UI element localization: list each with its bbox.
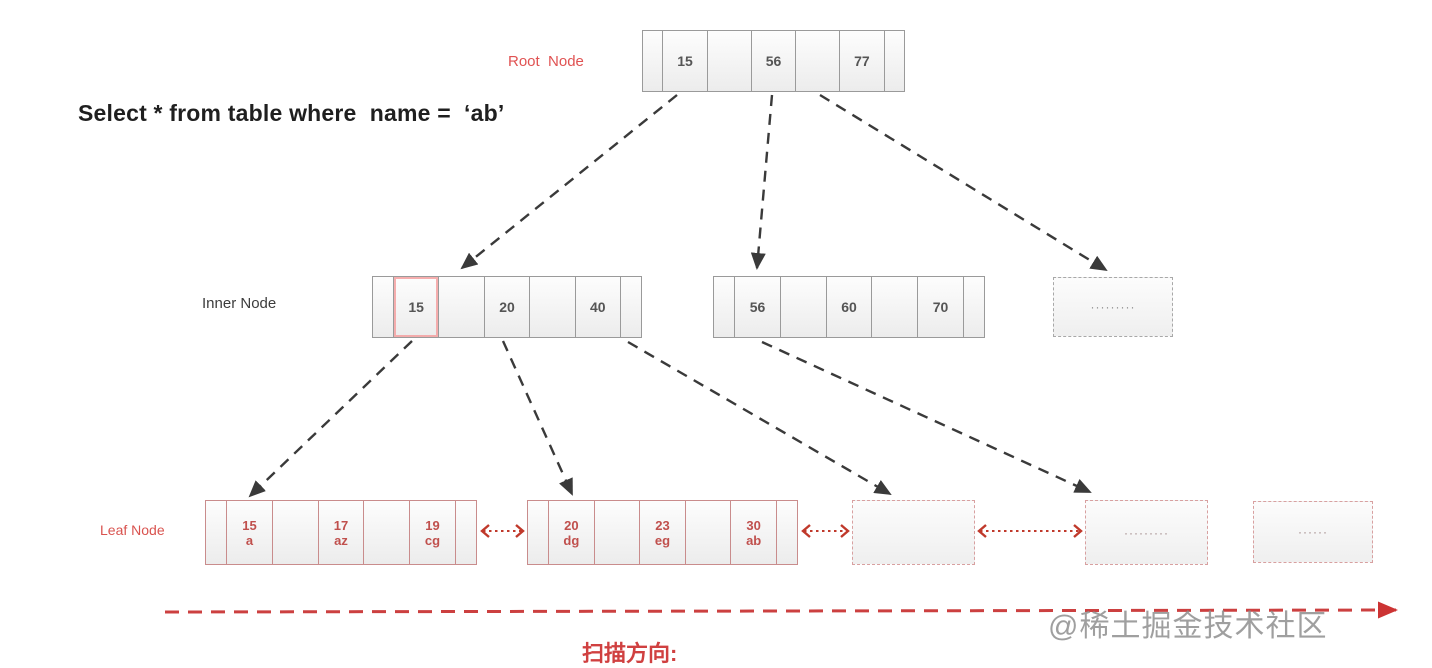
inner-node-2: 56 60 70: [713, 276, 985, 338]
node-cell: [872, 277, 919, 337]
leaf-node-label: Leaf Node: [100, 522, 165, 538]
connection-child-arrow: [248, 340, 413, 498]
node-cell: [364, 501, 411, 564]
node-cell: [777, 501, 797, 564]
node-cell: [530, 277, 576, 337]
scan-direction-label: 扫描方向:: [582, 641, 678, 666]
ellipsis-dots: ·········: [1090, 300, 1136, 314]
node-cell: 20: [485, 277, 531, 337]
node-cell: [273, 501, 319, 564]
connection-child-arrow: [501, 340, 574, 496]
ellipsis-dots: ·········: [1124, 525, 1169, 540]
watermark-text: @稀土掘金技术社区: [1048, 610, 1328, 643]
node-cell: [714, 277, 736, 337]
connection-scan-arrow: [164, 601, 1398, 619]
ellipsis-dots: ······: [1298, 525, 1328, 539]
node-cell: [643, 31, 664, 91]
leaf-node-more-1: ·········: [1085, 500, 1208, 565]
node-cell: [708, 31, 752, 91]
node-cell: 70: [918, 277, 964, 337]
node-cell: [964, 277, 984, 337]
root-node-label: Root Node: [508, 53, 584, 70]
node-cell: [439, 277, 485, 337]
node-cell: 56: [735, 277, 781, 337]
node-cell: 77: [840, 31, 885, 91]
leaf-node-empty: [852, 500, 975, 565]
node-cell: [781, 277, 827, 337]
node-cell: [621, 277, 641, 337]
leaf-node-more-2: ······: [1253, 501, 1373, 563]
inner-node-label: Inner Node: [202, 295, 277, 312]
node-cell: [686, 501, 732, 564]
node-cell: 15: [394, 277, 440, 337]
node-cell: 15: [663, 31, 708, 91]
connection-child-arrow: [819, 93, 1108, 272]
node-cell: [885, 31, 904, 91]
node-cell: [456, 501, 476, 564]
node-cell: [528, 501, 550, 564]
node-cell: [373, 277, 394, 337]
root-node: 15 56 77: [642, 30, 905, 92]
node-cell: [206, 501, 228, 564]
node-cell: 60: [827, 277, 873, 337]
connection-child-arrow: [627, 340, 892, 496]
connection-child-arrow: [761, 340, 1092, 494]
connection-child-arrow: [750, 94, 774, 270]
node-cell: [595, 501, 641, 564]
node-cell: 40: [576, 277, 622, 337]
node-cell: 56: [752, 31, 797, 91]
inner-node-more: ·········: [1053, 277, 1173, 337]
node-cell: [796, 31, 841, 91]
sql-query-text: Select * from table where name = ‘ab’: [78, 100, 505, 126]
inner-node-1: 15 20 40: [372, 276, 642, 338]
connection-child-arrow: [460, 94, 678, 270]
